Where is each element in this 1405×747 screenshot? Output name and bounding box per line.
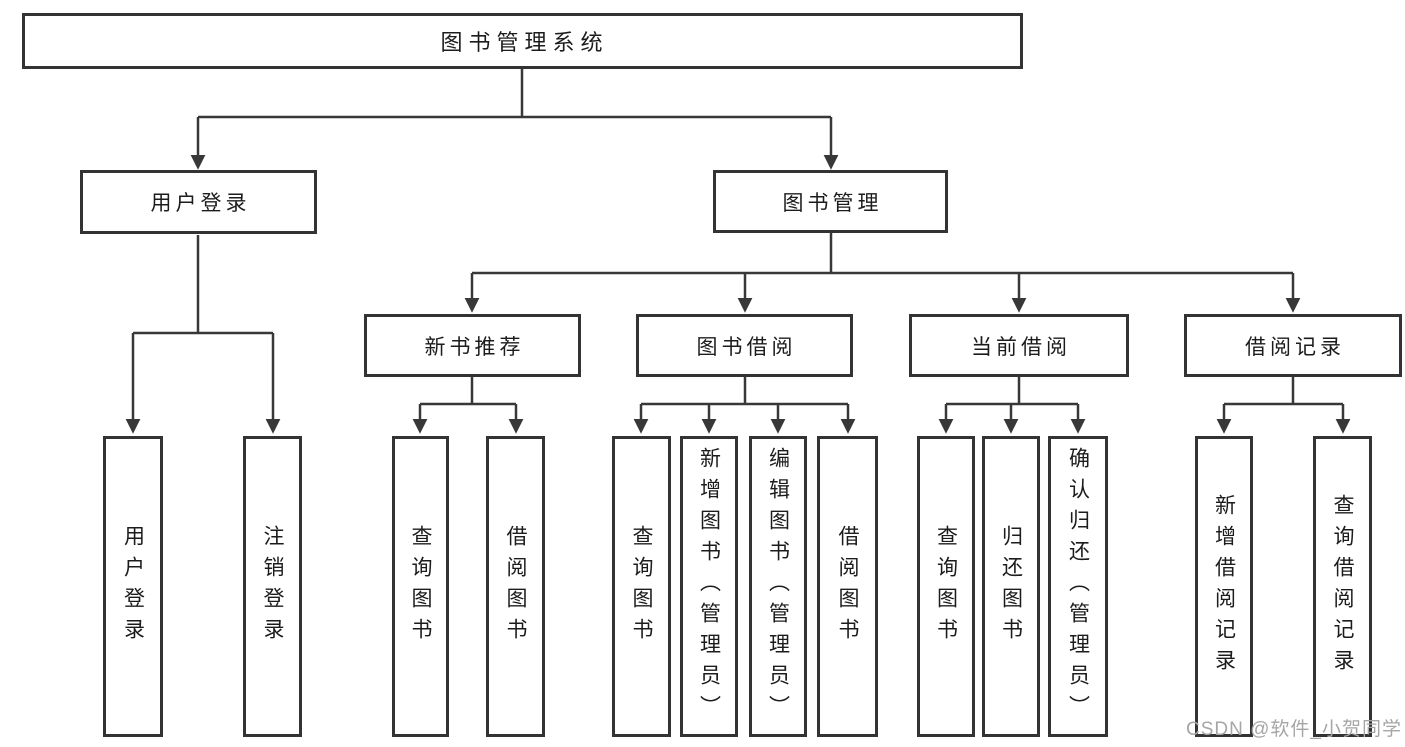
leaf-current-return-book-label: 归还图书 [999, 524, 1023, 649]
edge-borrow-trunk [641, 377, 848, 406]
edge-current-trunk [946, 377, 1078, 406]
leaf-current-query-book: 查询图书 [917, 436, 975, 737]
node-new-book-recommend-label: 新书推荐 [424, 335, 525, 359]
leaf-records-query-record-label: 查询借阅记录 [1331, 493, 1354, 680]
edge-bookmgmt-trunk [472, 233, 1293, 275]
node-book-borrow-label: 图书借阅 [696, 335, 797, 359]
leaf-current-confirm-return-admin: 确认归还（管理员） [1048, 436, 1108, 737]
leaf-borrow-borrow-book-label: 借阅图书 [836, 524, 859, 649]
node-book-management: 图书管理 [713, 170, 948, 233]
leaf-current-query-book-label: 查询图书 [934, 524, 958, 649]
leaf-current-return-book: 归还图书 [982, 436, 1040, 737]
leaf-borrow-edit-book-admin: 编辑图书（管理员） [749, 436, 807, 737]
node-book-management-label: 图书管理 [782, 191, 883, 215]
edge-records-trunk [1224, 377, 1343, 406]
leaf-records-add-record-label: 新增借阅记录 [1212, 493, 1236, 680]
leaf-newrec-borrow-book: 借阅图书 [486, 436, 545, 737]
leaf-borrow-borrow-book: 借阅图书 [817, 436, 878, 737]
leaf-logout-label: 注销登录 [261, 524, 284, 649]
leaf-newrec-borrow-book-label: 借阅图书 [504, 524, 527, 649]
leaf-current-confirm-return-admin-label: 确认归还（管理员） [1066, 447, 1090, 726]
leaf-user-login-label: 用户登录 [121, 524, 145, 649]
leaf-newrec-query-book: 查询图书 [392, 436, 449, 737]
node-book-borrow: 图书借阅 [636, 314, 853, 377]
node-borrow-records-label: 借阅记录 [1245, 335, 1345, 359]
node-new-book-recommend: 新书推荐 [364, 314, 581, 377]
leaf-borrow-query-book-label: 查询图书 [630, 524, 653, 649]
leaf-logout: 注销登录 [243, 436, 302, 737]
node-borrow-records: 借阅记录 [1184, 314, 1402, 377]
leaf-newrec-query-book-label: 查询图书 [409, 524, 432, 649]
node-current-borrow-label: 当前借阅 [971, 335, 1071, 359]
leaf-borrow-query-book: 查询图书 [612, 436, 671, 737]
node-user-login-label: 用户登录 [150, 192, 251, 215]
leaf-user-login: 用户登录 [103, 436, 163, 737]
edge-root-trunk [198, 69, 831, 119]
leaf-borrow-edit-book-admin-label: 编辑图书（管理员） [766, 447, 790, 726]
leaf-records-add-record: 新增借阅记录 [1195, 436, 1253, 737]
edge-userlogin-trunk [133, 235, 273, 335]
node-current-borrow: 当前借阅 [909, 314, 1129, 377]
leaf-borrow-add-book-admin: 新增图书（管理员） [680, 436, 738, 737]
leaf-borrow-add-book-admin-label: 新增图书（管理员） [697, 447, 721, 726]
node-root-label: 图书管理系统 [440, 30, 609, 55]
node-root-library-system: 图书管理系统 [22, 13, 1023, 69]
csdn-watermark: CSDN @软件_小贺同学 [1186, 719, 1402, 740]
node-user-login: 用户登录 [80, 170, 317, 234]
edge-newrec-trunk [420, 377, 516, 406]
leaf-records-query-record: 查询借阅记录 [1313, 436, 1372, 737]
